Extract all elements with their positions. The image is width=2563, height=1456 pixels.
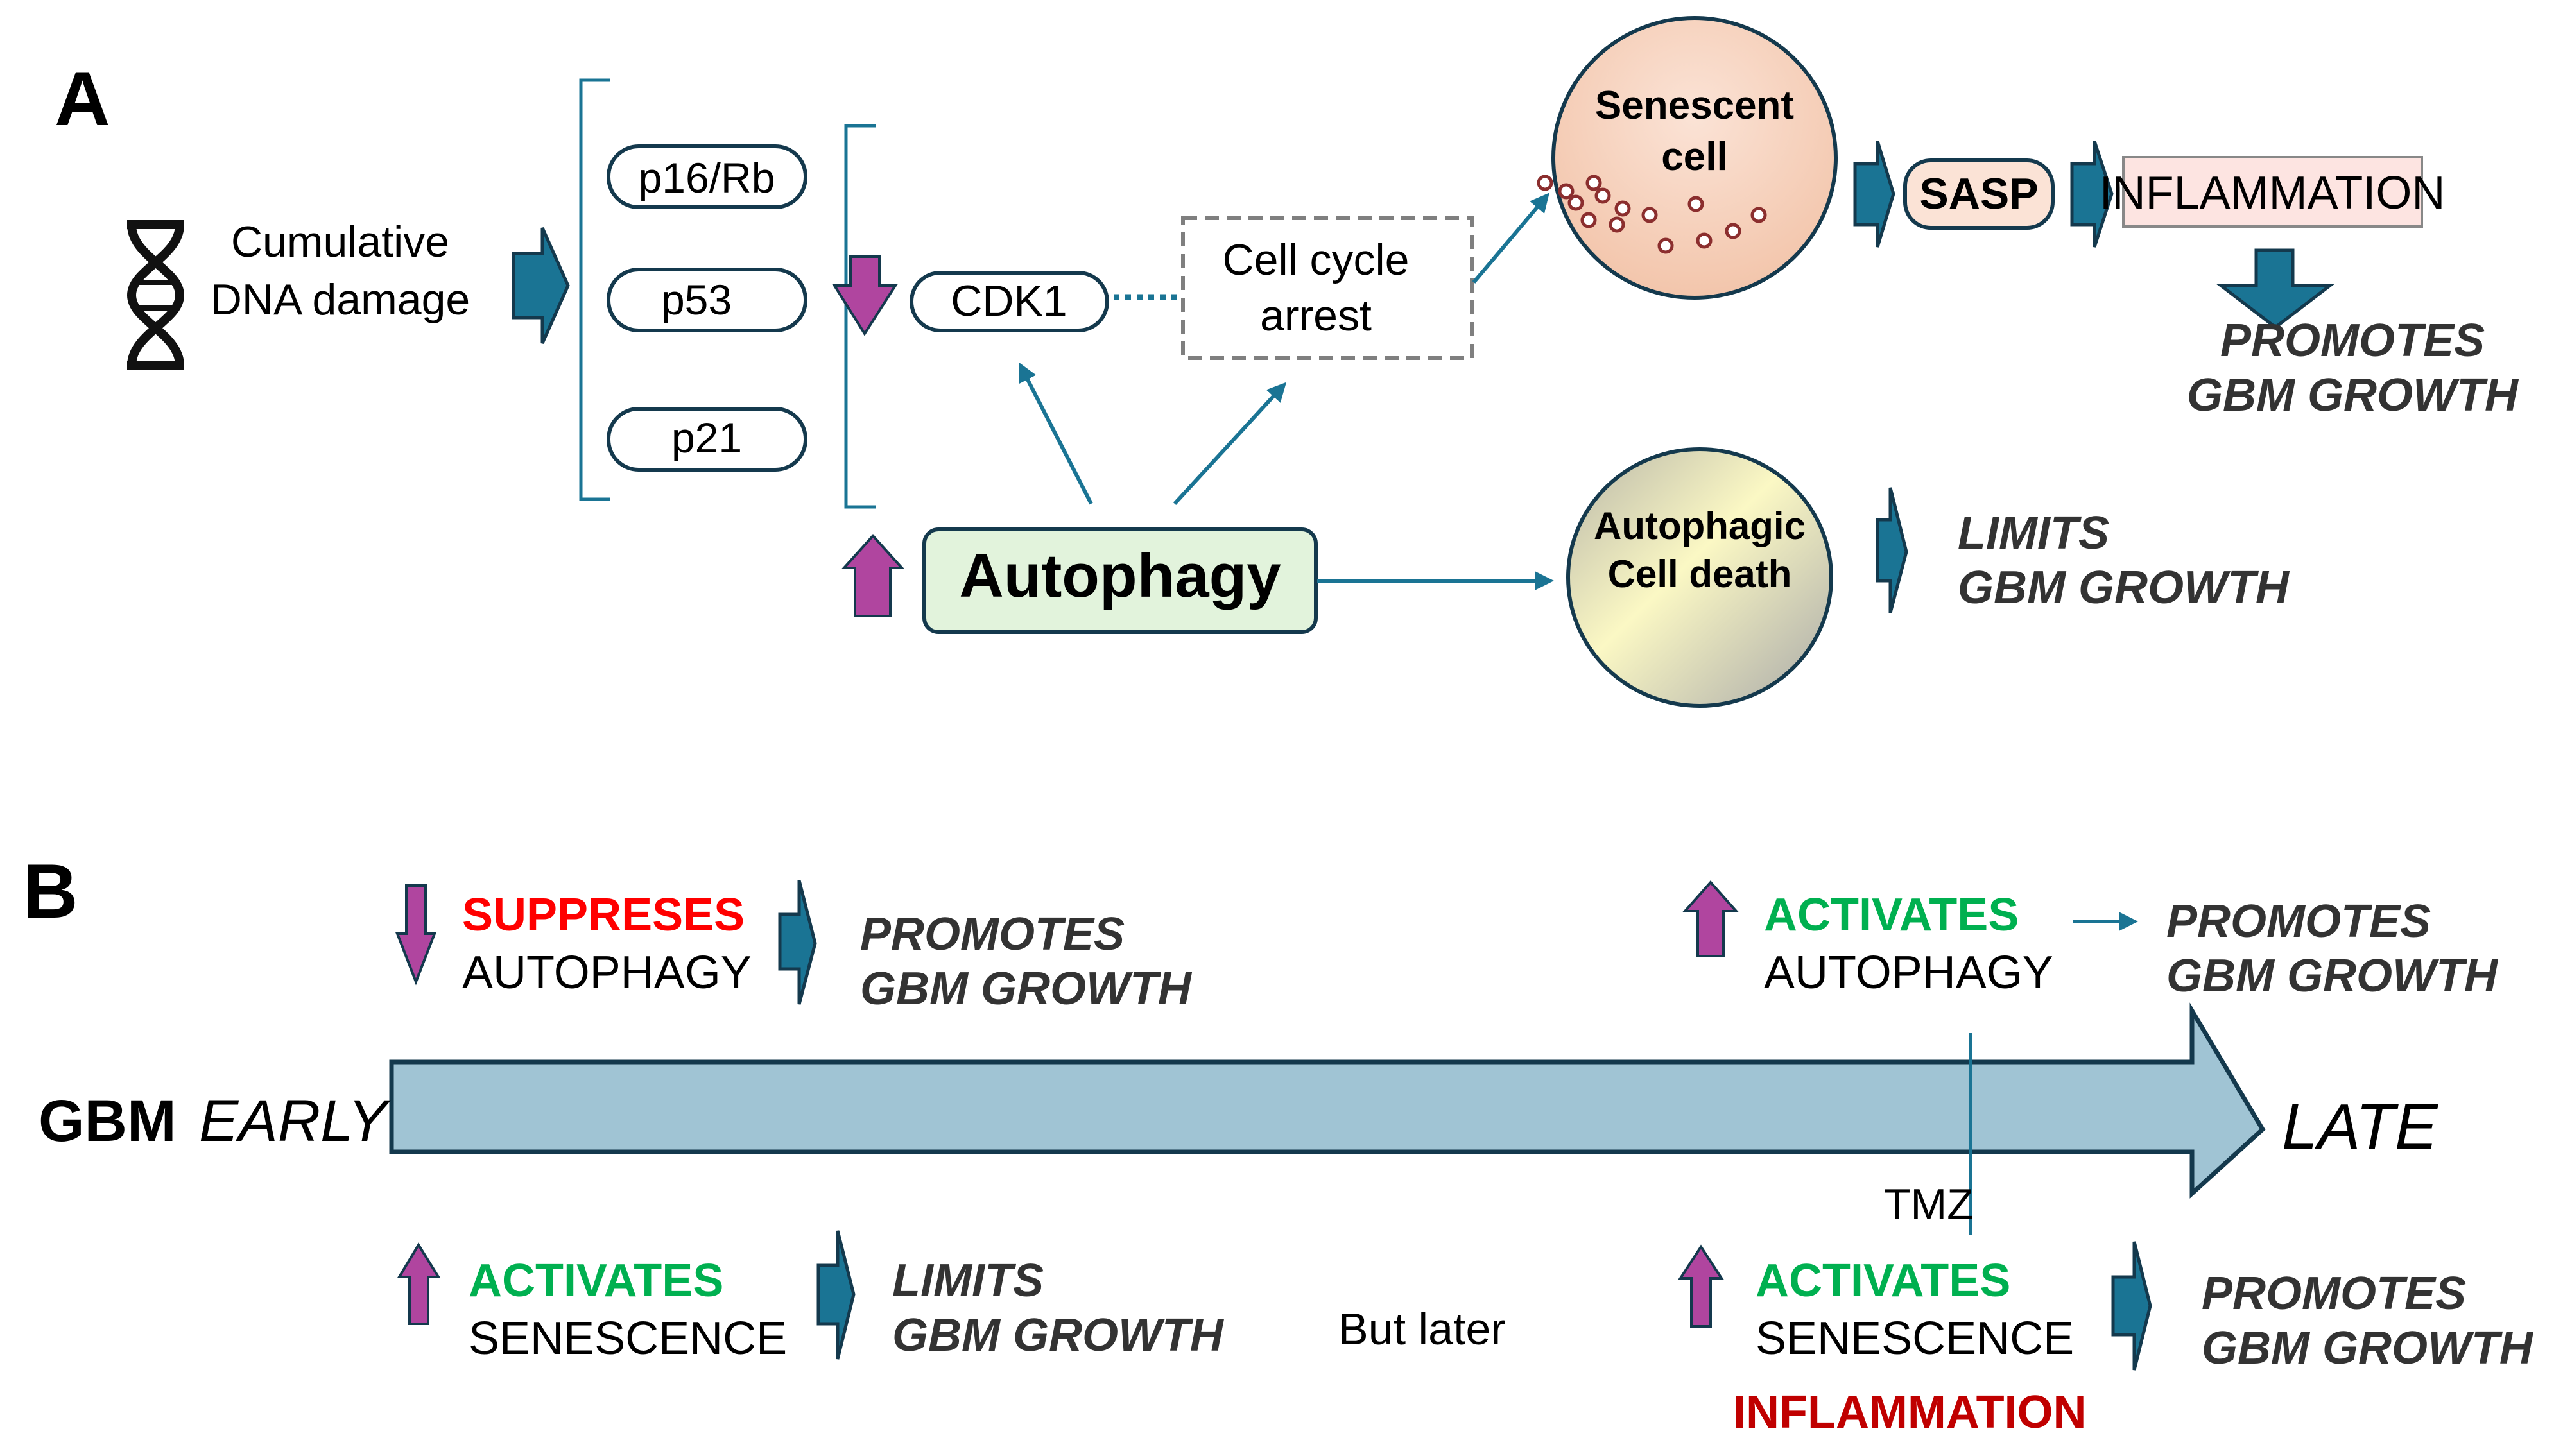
svg-text:Cell cycle: Cell cycle (1223, 236, 1410, 284)
late-top-verb: ACTIVATES (1764, 889, 2019, 941)
early-bottom-outcome1: LIMITS (892, 1255, 1044, 1306)
checkpoint-p53: p53 (607, 268, 807, 332)
checkpoints-bracket (579, 78, 610, 501)
late-top-object: AUTOPHAGY (1764, 947, 2053, 998)
early-top-down-arrow-icon (395, 884, 436, 986)
cdk1-node: CDK1 (910, 271, 1109, 332)
tmz-label: TMZ (1884, 1180, 1974, 1229)
up-arrow-icon (841, 534, 905, 617)
svg-text:cell: cell (1661, 135, 1727, 179)
svg-text:CDK1: CDK1 (951, 277, 1067, 325)
senescent-to-sasp-arrow (1853, 141, 1895, 248)
early-top-verb: SUPPRESES (462, 889, 745, 941)
autophagy-node: Autophagy (922, 527, 1318, 634)
dna-to-checkpoints-arrow (512, 227, 570, 345)
panel-b: B GBM EARLY LATE TMZ SUPPRESES AUTOPHAGY… (22, 848, 2534, 1438)
senescent-granules (1537, 175, 1767, 254)
autophagy-to-arrest-arrow (1173, 382, 1287, 506)
timeline-early: EARLY (199, 1088, 391, 1154)
promotes-line1: PROMOTES (2220, 315, 2485, 366)
svg-text:INFLAMMATION: INFLAMMATION (2100, 167, 2446, 219)
sasp-to-inflammation-arrow (2070, 141, 2114, 248)
early-bottom-arrow (816, 1230, 856, 1360)
inflammation-node: INFLAMMATION (2100, 156, 2446, 228)
early-top-arrow (778, 880, 817, 1005)
but-later-note: But later (1338, 1304, 1506, 1354)
timeline-late: LATE (2282, 1091, 2438, 1163)
sasp-node: SASP (1903, 158, 2055, 230)
cell-cycle-arrest-node: Cell cycle arrest (1181, 216, 1474, 360)
late-top-up-arrow-icon (1682, 880, 1739, 957)
late-top-outcome1: PROMOTES (2166, 896, 2431, 947)
limits-line2: GBM GROWTH (1958, 562, 2290, 613)
early-top-object: AUTOPHAGY (462, 947, 752, 998)
dna-damage-line1: Cumulative (231, 218, 449, 266)
late-bottom-outcome1: PROMOTES (2202, 1268, 2466, 1319)
panel-b-label: B (22, 848, 78, 934)
checkpoint-p21: p21 (607, 407, 807, 472)
svg-text:p21: p21 (671, 414, 742, 461)
early-bottom-verb: ACTIVATES (469, 1255, 723, 1306)
late-bottom-inflammation: INFLAMMATION (1733, 1387, 2087, 1438)
late-bottom-up-arrow-icon (1678, 1244, 1724, 1328)
limits-line1: LIMITS (1958, 508, 2109, 559)
panel-a-label: A (55, 56, 110, 142)
late-bottom-verb: ACTIVATES (1756, 1255, 2010, 1306)
checkpoint-p16: p16/Rb (607, 144, 807, 209)
arrest-to-senescent-arrow (1472, 193, 1549, 284)
late-top-outcome2: GBM GROWTH (2166, 950, 2499, 1002)
svg-text:Cell death: Cell death (1608, 552, 1792, 595)
late-bottom-object: SENESCENCE (1756, 1313, 2074, 1364)
late-bottom-outcome2: GBM GROWTH (2202, 1323, 2534, 1374)
autophagic-death-node: Autophagic Cell death (1566, 447, 1833, 708)
svg-text:p53: p53 (661, 276, 732, 323)
early-bottom-object: SENESCENCE (469, 1313, 787, 1364)
dna-damage-line2: DNA damage (211, 275, 470, 324)
svg-text:Autophagy: Autophagy (959, 542, 1281, 610)
promotes-line2: GBM GROWTH (2187, 370, 2519, 421)
death-to-limits-arrow (1876, 487, 1908, 613)
down-arrow-icon (832, 255, 898, 336)
timeline-arrow (389, 1002, 2266, 1199)
svg-text:Autophagic: Autophagic (1594, 504, 1806, 547)
panel-a: A Cumulative DNA damage p16/Rb p53 p21 (55, 16, 2519, 708)
early-bottom-outcome2: GBM GROWTH (892, 1310, 1225, 1361)
svg-text:arrest: arrest (1260, 291, 1372, 340)
senescent-cell-node: Senescent cell (1537, 16, 1838, 300)
early-top-outcome1: PROMOTES (860, 909, 1125, 960)
cdk1-bracket (844, 124, 876, 509)
inflammation-down-arrow (2216, 248, 2335, 330)
svg-text:SASP: SASP (1919, 169, 2038, 218)
timeline-gbm: GBM (39, 1088, 177, 1154)
autophagy-to-cdk1-arrow (1019, 362, 1093, 505)
dna-icon (126, 220, 185, 370)
late-bottom-arrow (2111, 1241, 2152, 1371)
early-top-outcome2: GBM GROWTH (860, 963, 1193, 1015)
svg-text:Senescent: Senescent (1595, 83, 1794, 128)
early-bottom-up-arrow-icon (397, 1242, 441, 1325)
svg-text:p16/Rb: p16/Rb (639, 154, 775, 201)
